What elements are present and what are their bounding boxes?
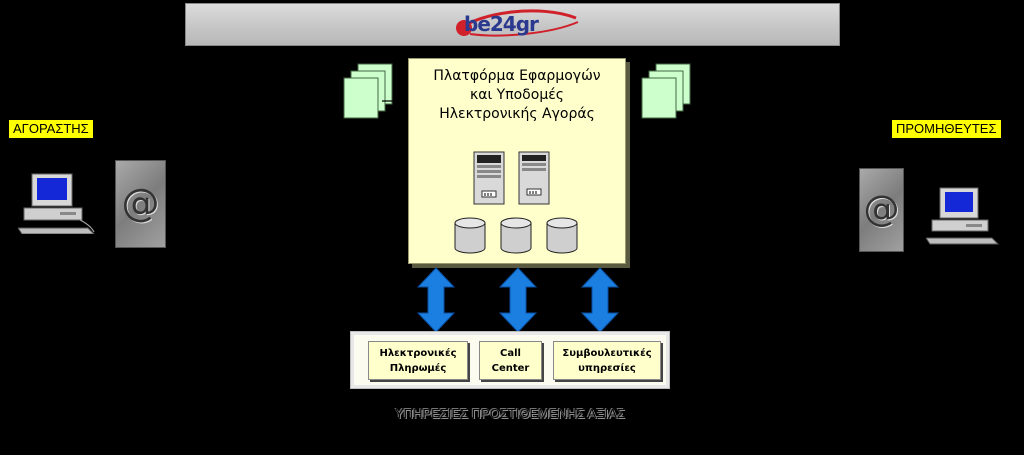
platform-title-line: και Υποδομές: [469, 87, 565, 103]
service-label-line: υπηρεσίες: [578, 363, 636, 374]
service-consulting: Συμβουλευτικές υπηρεσίες: [553, 341, 661, 380]
platform-title-line: Ηλεκτρονικής Αγοράς: [439, 106, 595, 122]
services-panel: Ηλεκτρονικές Πληρωμές Call Center Συμβου…: [350, 331, 670, 389]
platform-box: Πλατφόρμα Εφαρμογών και Υποδομές Ηλεκτρο…: [408, 58, 626, 264]
service-electronic-payments: Ηλεκτρονικές Πληρωμές: [368, 341, 468, 380]
buyer-email-icon: @: [115, 160, 166, 248]
right-document-stack-icon: [638, 62, 702, 128]
left-inbound-arrow-icon: [381, 91, 409, 110]
service-label-line: Ηλεκτρονικές: [379, 348, 457, 359]
server-tower-icon: [473, 151, 507, 211]
supplier-label: ΠΡΟΜΗΘΕΥΤΕΣ: [892, 120, 1001, 138]
left-document-stack-icon: [340, 62, 404, 128]
service-label-line: Συμβουλευτικές: [562, 348, 652, 359]
platform-title-line: Πλατφόρμα Εφαρμογών: [433, 68, 601, 84]
double-vertical-arrow-icon: [580, 267, 620, 337]
double-vertical-arrow-icon: [416, 267, 456, 337]
buyer-computer-icon: [17, 172, 98, 238]
service-label-line: Center: [491, 363, 530, 374]
database-cylinder-icon: [545, 216, 579, 260]
supplier-email-icon: @: [859, 168, 904, 252]
server-tower-icon: [518, 151, 552, 211]
service-label-line: Call: [500, 348, 521, 359]
service-label-line: Πληρωμές: [389, 363, 447, 374]
buyer-label: ΑΓΟΡΑΣΤΗΣ: [9, 120, 93, 138]
top-banner: [185, 3, 840, 46]
database-cylinder-icon: [499, 216, 533, 260]
logo-text: be24gr: [464, 12, 539, 36]
be24-logo: be24gr: [450, 8, 590, 42]
value-added-services-caption: ΥΠΗΡΕΣΙΕΣ ΠΡΟΣΤΙΘΕΜΕΝΗΣ ΑΞΙΑΣ: [395, 406, 625, 421]
service-call-center: Call Center: [479, 341, 542, 380]
supplier-computer-icon: [925, 186, 1002, 250]
database-cylinder-icon: [453, 216, 487, 260]
platform-title: Πλατφόρμα Εφαρμογών και Υποδομές Ηλεκτρο…: [409, 67, 625, 124]
double-vertical-arrow-icon: [498, 267, 538, 337]
